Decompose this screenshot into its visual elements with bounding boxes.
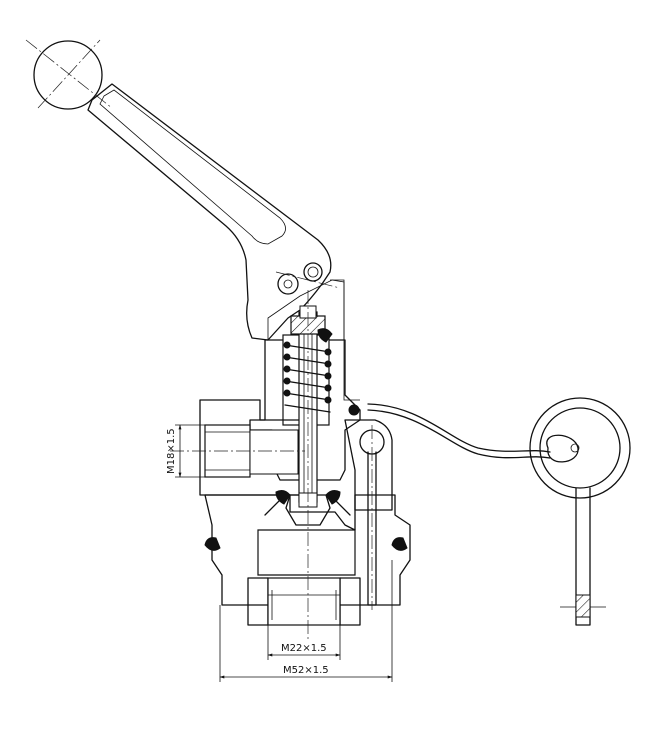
handle-knob [33, 40, 103, 110]
pivot-hole [277, 273, 299, 295]
outer-o-rings [204, 537, 408, 551]
pin-hole [303, 262, 323, 282]
dimension-inner-port: M22×1.5 [267, 625, 341, 660]
dimension-outer-thread: M52×1.5 [219, 560, 393, 682]
spring [283, 341, 332, 413]
dimension-side-port: M18×1.5 [166, 424, 205, 478]
pull-ring [529, 397, 631, 499]
inner-port-dimension-label: M22×1.5 [281, 643, 327, 654]
side-port-dimension-label: M18×1.5 [166, 428, 177, 474]
outer-thread-dimension-label: M52×1.5 [283, 665, 329, 676]
safety-pin-assembly [359, 397, 631, 626]
